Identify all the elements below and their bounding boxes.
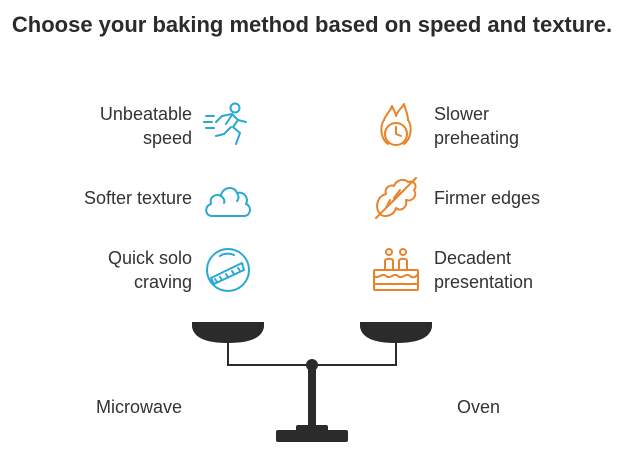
fire-clock-icon (370, 100, 422, 152)
left-pan (192, 322, 264, 343)
cloud-icon (202, 172, 254, 224)
birthday-cake-icon (370, 244, 422, 296)
feature-label-quick-solo-craving: Quick solo craving (107, 248, 192, 292)
feature-label-unbeatable-speed: Unbeatable speed (99, 104, 192, 148)
cake-slice-icon (202, 244, 254, 296)
feature-label-slower-preheating: Slower preheating (434, 104, 520, 148)
microwave-label: Microwave (96, 397, 183, 417)
scale-pivot (306, 359, 318, 371)
scale-base (276, 430, 348, 442)
diagram-title: Choose your baking method based on speed… (11, 12, 613, 37)
feature-label-decadent-presentation: Decadent presentation (434, 248, 534, 292)
running-person-icon (202, 100, 254, 152)
scale-post (308, 365, 316, 427)
leaf-icon (370, 172, 422, 224)
feature-label-firmer-edges: Firmer edges (434, 188, 541, 208)
right-pan (360, 322, 432, 343)
oven-label: Oven (457, 397, 501, 417)
feature-label-softer-texture: Softer texture (83, 188, 192, 208)
